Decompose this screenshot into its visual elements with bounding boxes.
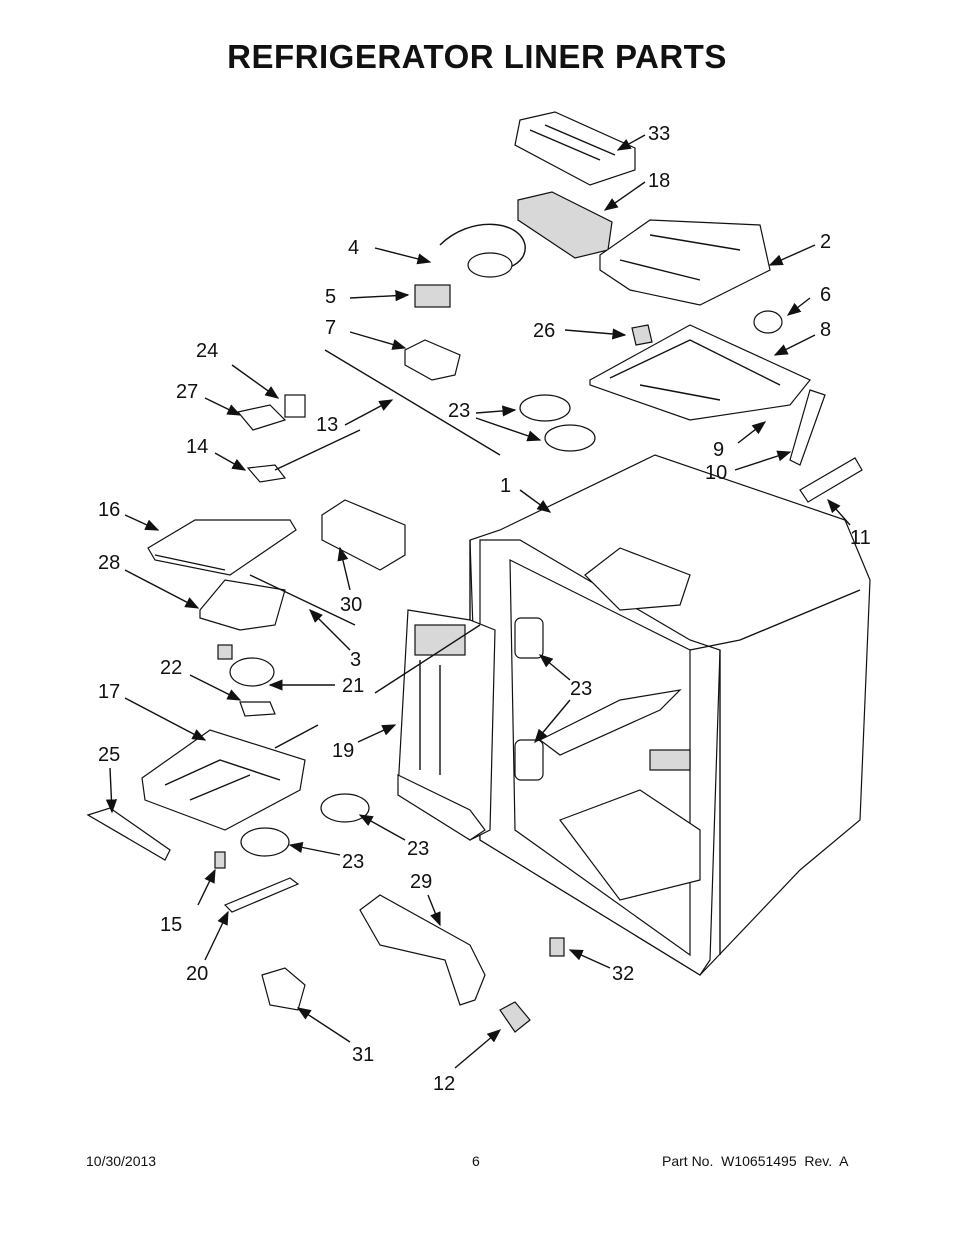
part-26 (631, 324, 653, 346)
panel-part-19 (397, 609, 496, 841)
callout-26: 26 (533, 320, 555, 342)
callout-16: 16 (98, 499, 120, 521)
callout-18: 18 (648, 170, 670, 192)
callout-20: 20 (186, 963, 208, 985)
callout-23c: 23 (407, 838, 429, 860)
callout-28: 28 (98, 552, 120, 574)
part-32 (549, 937, 565, 957)
part-29 (359, 894, 486, 1006)
part-13 (324, 349, 501, 456)
part-15 (214, 851, 226, 869)
callout-10: 10 (705, 462, 727, 484)
callout-23b: 23 (570, 678, 592, 700)
part-27 (236, 404, 287, 431)
part-14 (246, 429, 361, 483)
part-20 (223, 877, 300, 913)
part-30 (321, 499, 406, 571)
footer-date: 10/30/2013 (86, 1153, 157, 1169)
part-25 (86, 807, 171, 861)
part-18 (517, 191, 613, 259)
callout-17: 17 (98, 681, 120, 703)
callout-30: 30 (340, 594, 362, 616)
part-5 (414, 284, 451, 308)
part-31 (261, 967, 306, 1011)
callout-29: 29 (410, 871, 432, 893)
callout-12: 12 (433, 1073, 455, 1095)
callout-33: 33 (648, 123, 670, 145)
page-title: REFRIGERATOR LINER PARTS (227, 38, 727, 75)
callout-21: 21 (342, 675, 364, 697)
callout-23a: 23 (448, 400, 470, 422)
part-24 (284, 394, 306, 418)
part-28 (199, 574, 356, 631)
part-2 (599, 219, 771, 306)
callout-31: 31 (352, 1044, 374, 1066)
part-17 (141, 729, 306, 831)
part-12 (499, 1001, 531, 1033)
part-8 (589, 324, 811, 421)
liner-part-1 (469, 454, 871, 976)
callout-27: 27 (176, 381, 198, 403)
callout-9: 9 (713, 439, 724, 461)
part-23-lower (240, 617, 544, 857)
footer-part-number: Part No. W10651495 Rev. A (662, 1153, 849, 1169)
part-23-upper (519, 394, 596, 452)
part-21-22 (217, 644, 276, 717)
leader-lines (105, 134, 851, 1069)
callout-32: 32 (612, 963, 634, 985)
callout-6: 6 (820, 284, 831, 306)
callout-2: 2 (820, 231, 831, 253)
callout-1: 1 (500, 475, 511, 497)
part-4 (439, 223, 526, 278)
part-16 (147, 519, 297, 576)
callout-19: 19 (332, 740, 354, 762)
callout-14: 14 (186, 436, 208, 458)
callout-3: 3 (350, 649, 361, 671)
footer-page-number: 6 (472, 1153, 480, 1169)
part-9-10-11 (789, 389, 863, 503)
callout-13: 13 (316, 414, 338, 436)
callout-25: 25 (98, 744, 120, 766)
callout-5: 5 (325, 286, 336, 308)
callout-labels: 33 18 4 2 5 6 7 26 8 24 27 13 23 9 14 10… (98, 123, 871, 1095)
callout-24: 24 (196, 340, 218, 362)
callout-4: 4 (348, 237, 359, 259)
callout-22: 22 (160, 657, 182, 679)
part-6 (753, 310, 783, 334)
callout-8: 8 (820, 319, 831, 341)
callout-15: 15 (160, 914, 182, 936)
callout-11: 11 (850, 527, 871, 549)
part-33 (514, 111, 636, 186)
callout-7: 7 (325, 317, 336, 339)
part-7 (404, 339, 461, 381)
callout-23d: 23 (342, 851, 364, 873)
